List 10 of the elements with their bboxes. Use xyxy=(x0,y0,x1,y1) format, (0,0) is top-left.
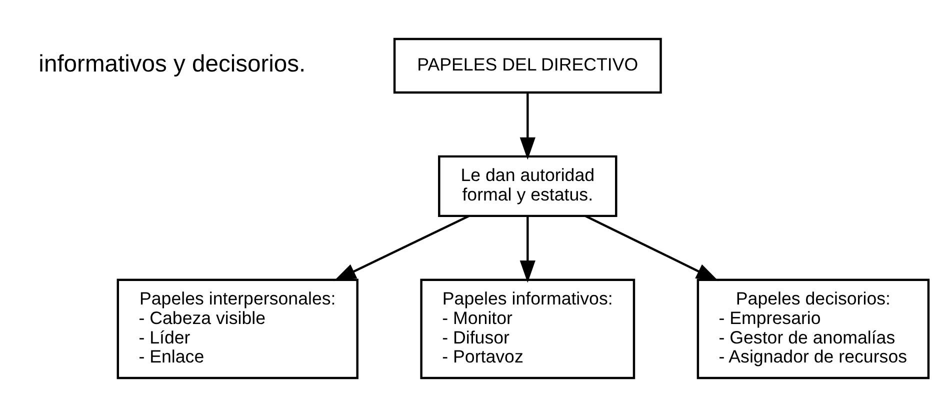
node-box: Papeles informativos: - Monitor - Difusor - Portavoz xyxy=(420,278,636,379)
node-box: Papeles interpersonales: - Cabeza visible - Líder - Enlace xyxy=(116,278,358,379)
arrow xyxy=(520,92,536,160)
node-box: Le dan autoridad formal y estatus. xyxy=(438,154,618,217)
arrow xyxy=(334,214,470,281)
label: informativos y decisorios. xyxy=(38,50,306,77)
node-box: Papeles decisorios: - Empresario - Gestor de anomalías - Asignador de recursos xyxy=(696,278,930,379)
arrow xyxy=(584,214,719,281)
node-box: PAPELES DEL DIRECTIVO xyxy=(393,37,662,94)
arrow xyxy=(520,215,536,282)
